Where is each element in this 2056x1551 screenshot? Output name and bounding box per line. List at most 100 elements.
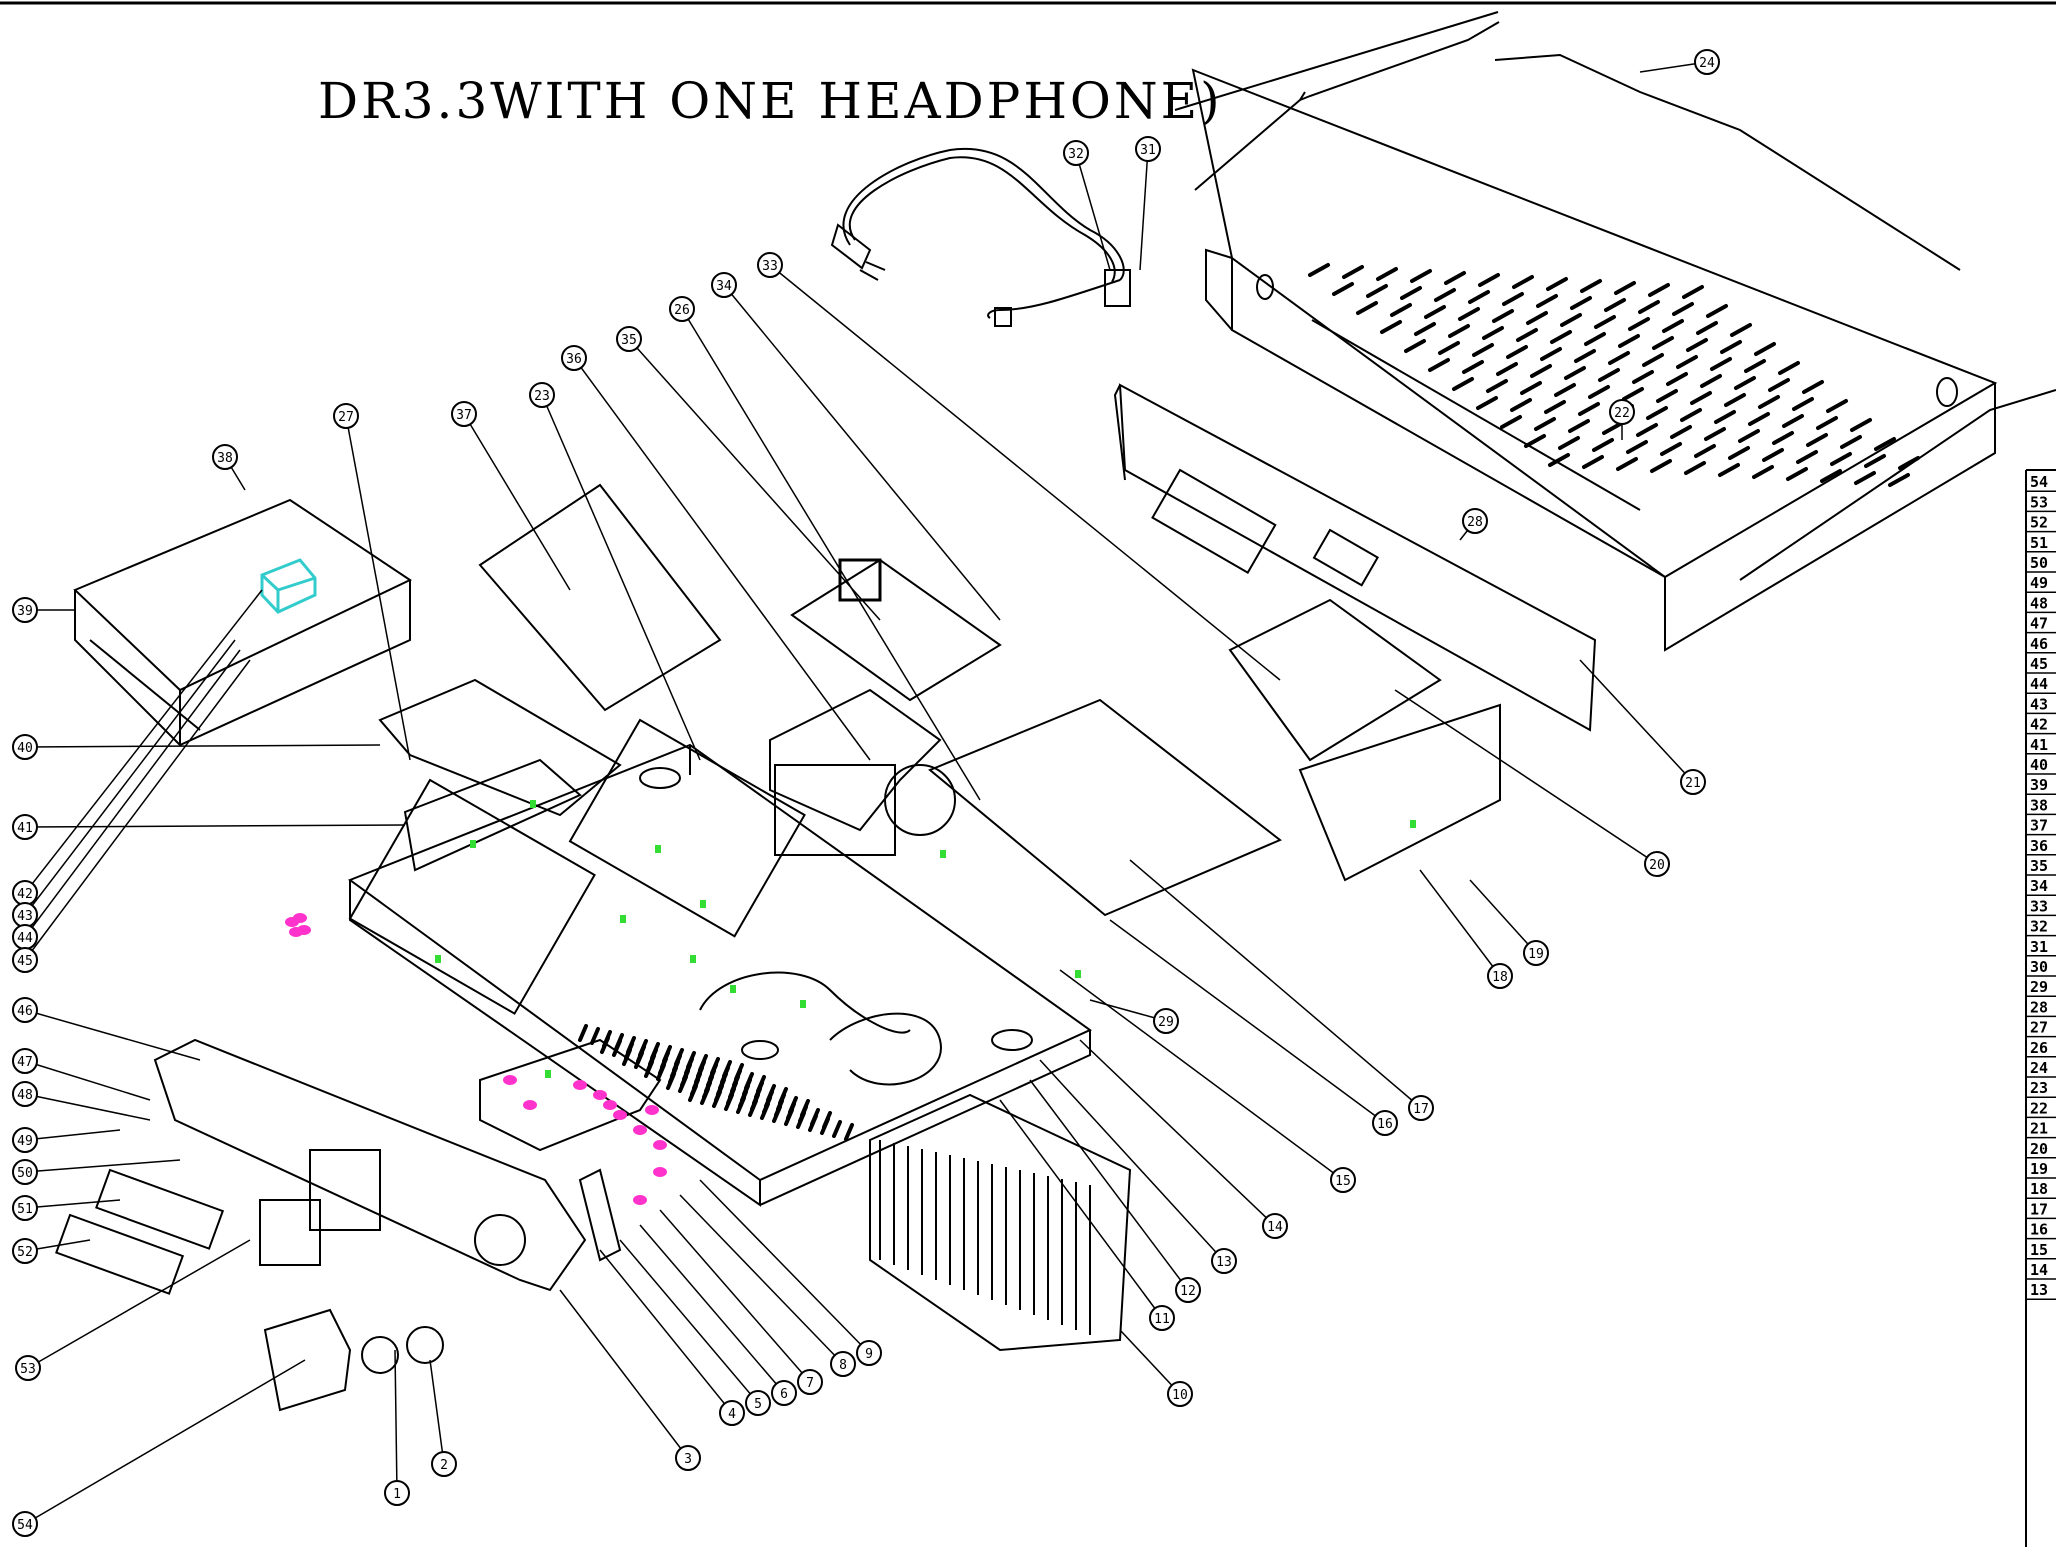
vent-slot: [1676, 355, 1698, 369]
main-chassis: [347, 718, 1092, 1207]
vent-slot: [1728, 446, 1750, 460]
vent-slot: [1548, 453, 1570, 467]
vent-slot: [1636, 423, 1658, 437]
vent-slot: [1826, 399, 1848, 413]
callout-label: 22: [1614, 406, 1630, 421]
vent-slot: [1544, 400, 1566, 414]
vent-slot: [1772, 431, 1794, 445]
callout-leader: [394, 1349, 398, 1494]
vent-slot: [1580, 279, 1602, 293]
vent-slot: [784, 1108, 794, 1126]
callout-leader: [1079, 1039, 1276, 1227]
table-row-label: 22: [2030, 1099, 2048, 1117]
vent-slot: [1486, 379, 1508, 393]
vent-slot: [1512, 275, 1534, 289]
diagram-title: DR3.3WITH ONE HEADPHONE): [318, 72, 1223, 130]
table-row-label: 43: [2030, 695, 2048, 713]
vent-slot: [1414, 322, 1436, 336]
vent-slot: [1308, 263, 1330, 277]
front-panel: [153, 1038, 662, 1292]
callout-circle: [1262, 1213, 1288, 1239]
vent-slot: [1582, 455, 1604, 469]
callout-circle: [1372, 1110, 1398, 1136]
callout-label: 15: [1335, 1174, 1351, 1189]
vent-slot: [1390, 303, 1412, 317]
table-row-label: 54: [2030, 473, 2048, 491]
callout-leader: [659, 1209, 811, 1383]
screw-highlight: [293, 913, 307, 923]
callout-label: 13: [1216, 1255, 1232, 1270]
table-row-label: 27: [2030, 1019, 2048, 1037]
callout-leader: [24, 824, 406, 828]
table-row-label: 50: [2030, 554, 2048, 572]
vent-slot: [1578, 402, 1600, 416]
vent-slot: [1530, 364, 1552, 378]
vent-slot: [1748, 412, 1770, 426]
callout-label: 14: [1267, 1220, 1283, 1235]
vent-slot: [1660, 442, 1682, 456]
green-marker: [1410, 820, 1416, 828]
screw-highlight: [503, 1075, 517, 1085]
callout-label: 2: [440, 1458, 448, 1473]
callout-leader: [24, 649, 241, 938]
callout-label: 32: [1068, 147, 1084, 162]
table-row-label: 18: [2030, 1180, 2048, 1198]
callout-label: 49: [17, 1134, 33, 1149]
callout-label: 34: [716, 279, 732, 294]
callout-label: 21: [1685, 776, 1701, 791]
green-marker: [1075, 970, 1081, 978]
callout-circle: [12, 734, 38, 760]
vent-slot: [1646, 406, 1668, 420]
vent-slot: [1762, 448, 1784, 462]
callout-label: 29: [1158, 1015, 1174, 1030]
vent-slot: [1700, 374, 1722, 388]
screw-highlight: [633, 1195, 647, 1205]
vent-slot: [1738, 429, 1760, 443]
vent-slot: [1782, 414, 1804, 428]
table-row-label: 28: [2030, 998, 2048, 1016]
vent-slot: [1754, 342, 1776, 356]
vent-slot: [1472, 343, 1494, 357]
vent-slot: [600, 1036, 610, 1054]
callout-leader: [541, 394, 701, 761]
table-row-label: 41: [2030, 736, 2048, 754]
callout-leader: [24, 744, 381, 748]
callout-leader: [723, 284, 1001, 621]
vent-slot: [1332, 282, 1354, 296]
vent-slot: [1618, 334, 1640, 348]
callout-leader: [639, 1224, 785, 1394]
vent-slot: [748, 1099, 758, 1117]
callout-circle: [15, 1355, 41, 1381]
vent-slot: [772, 1105, 782, 1123]
vent-slot: [1734, 376, 1756, 390]
vent-slot: [1622, 387, 1644, 401]
parts-table: 5453525150494847464544434241403938373635…: [2025, 469, 2056, 1547]
callout-leader: [628, 338, 881, 621]
callout-circle: [1644, 851, 1670, 877]
table-row-label: 51: [2030, 534, 2048, 552]
callout-leader: [1039, 1059, 1225, 1262]
power-cord: [830, 147, 1131, 327]
callout-circle: [12, 814, 38, 840]
vent-slot: [1758, 395, 1780, 409]
callout-leader: [1119, 1329, 1181, 1395]
magenta-screws: [285, 913, 667, 1205]
vent-slot: [1720, 340, 1742, 354]
vent-slot: [1400, 286, 1422, 300]
vent-slot: [1452, 377, 1474, 391]
green-marker: [940, 850, 946, 858]
screw-highlight: [633, 1125, 647, 1135]
green-marker: [700, 900, 706, 908]
vent-slot: [1516, 328, 1538, 342]
top-cover: [1174, 11, 2056, 652]
callout-circle: [529, 382, 555, 408]
callout-label: 31: [1140, 143, 1156, 158]
green-marker: [470, 840, 476, 848]
vent-slot: [1666, 372, 1688, 386]
green-marker: [620, 915, 626, 923]
vent-slot: [820, 1117, 830, 1135]
vent-slot: [760, 1102, 770, 1120]
vent-slot: [612, 1039, 622, 1057]
vent-slot: [1680, 408, 1702, 422]
vent-slot: [1404, 339, 1426, 353]
